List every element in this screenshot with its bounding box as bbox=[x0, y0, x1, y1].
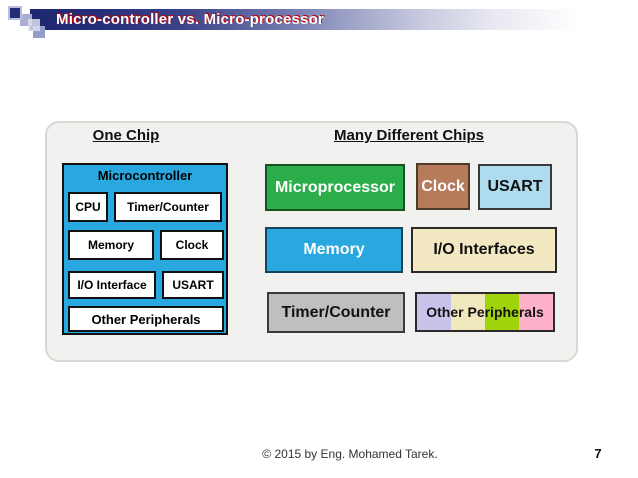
many-chips-heading: Many Different Chips bbox=[333, 127, 484, 144]
chip-timer-counter: Timer/Counter bbox=[267, 292, 405, 333]
chip-clock: Clock bbox=[416, 163, 470, 210]
decor-square-light bbox=[28, 19, 40, 31]
one-chip-heading: One Chip bbox=[92, 127, 160, 144]
page-number: 7 bbox=[594, 446, 602, 461]
peripheral-segment bbox=[519, 294, 553, 330]
footer-copyright: © 2015 by Eng. Mohamed Tarek. bbox=[262, 447, 438, 461]
title-bar: Micro-controller vs. Micro-processor bbox=[30, 9, 638, 30]
component-clock: Clock bbox=[160, 230, 224, 260]
microcontroller-box: Microcontroller CPU Timer/Counter Memory… bbox=[62, 163, 228, 335]
slide-title: Micro-controller vs. Micro-processor bbox=[56, 11, 325, 28]
component-other-peripherals: Other Peripherals bbox=[68, 306, 224, 332]
chip-other-peripherals-label: Other Peripherals bbox=[426, 304, 544, 320]
peripheral-segment bbox=[451, 294, 485, 330]
chip-io-interfaces: I/O Interfaces bbox=[411, 227, 557, 273]
component-memory: Memory bbox=[68, 230, 154, 260]
chip-memory: Memory bbox=[265, 227, 403, 273]
chip-usart: USART bbox=[478, 164, 552, 210]
component-timer-counter: Timer/Counter bbox=[114, 192, 222, 222]
microcontroller-title: Microcontroller bbox=[97, 168, 193, 183]
component-usart: USART bbox=[162, 271, 224, 299]
peripheral-segment bbox=[417, 294, 451, 330]
component-io-interface: I/O Interface bbox=[68, 271, 156, 299]
peripheral-segments bbox=[417, 294, 553, 330]
chip-other-peripherals: Other Peripherals bbox=[415, 292, 555, 332]
decor-square-navy bbox=[8, 6, 22, 20]
chip-microprocessor: Microprocessor bbox=[265, 164, 405, 211]
component-cpu: CPU bbox=[68, 192, 108, 222]
peripheral-segment bbox=[485, 294, 519, 330]
